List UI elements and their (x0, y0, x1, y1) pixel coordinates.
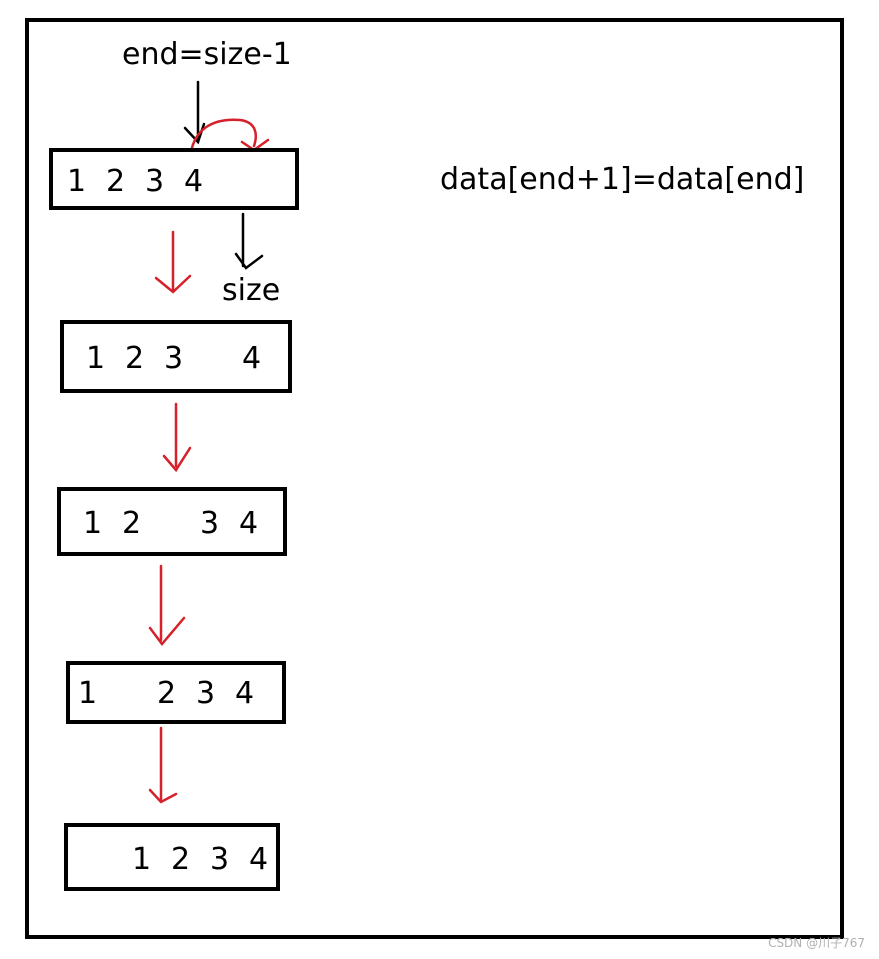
array-cell: 3 (164, 341, 184, 376)
step-arrow-1 (154, 230, 192, 294)
size-pointer-arrow (234, 212, 264, 270)
watermark: CSDN @川子767 (768, 936, 865, 950)
array-cell: 1 (67, 164, 87, 199)
array-cell: 4 (239, 506, 259, 541)
array-cell: 2 (171, 842, 191, 877)
array-cell: 2 (125, 341, 145, 376)
array-cell: 4 (235, 676, 255, 711)
array-cell: 2 (157, 676, 177, 711)
array-row-2: 1 2 3 4 (60, 320, 292, 393)
array-row-1: 1 2 3 4 (49, 148, 299, 210)
array-cell: 2 (122, 506, 142, 541)
array-cell: 1 (78, 676, 98, 711)
array-cell: 1 (83, 506, 103, 541)
formula-label: data[end+1]=data[end] (440, 162, 805, 197)
array-cell: 4 (184, 164, 204, 199)
array-cell: 4 (249, 842, 269, 877)
step-arrow-4 (148, 726, 178, 804)
array-cell: 1 (132, 842, 152, 877)
array-cell: 3 (145, 164, 165, 199)
array-row-5: 1 2 3 4 (64, 823, 280, 891)
array-cell: 3 (196, 676, 216, 711)
step-arrow-3 (148, 564, 186, 647)
array-cell: 4 (242, 341, 262, 376)
array-cell: 3 (210, 842, 230, 877)
array-row-3: 1 2 3 4 (57, 487, 287, 556)
array-row-4: 1 2 3 4 (66, 661, 286, 724)
step-arrow-2 (162, 402, 192, 473)
size-pointer-label: size (222, 273, 281, 308)
array-cell: 2 (106, 164, 126, 199)
diagram-frame (25, 18, 844, 939)
array-cell: 1 (86, 341, 106, 376)
array-cell: 3 (200, 506, 220, 541)
end-pointer-label: end=size-1 (122, 37, 292, 72)
